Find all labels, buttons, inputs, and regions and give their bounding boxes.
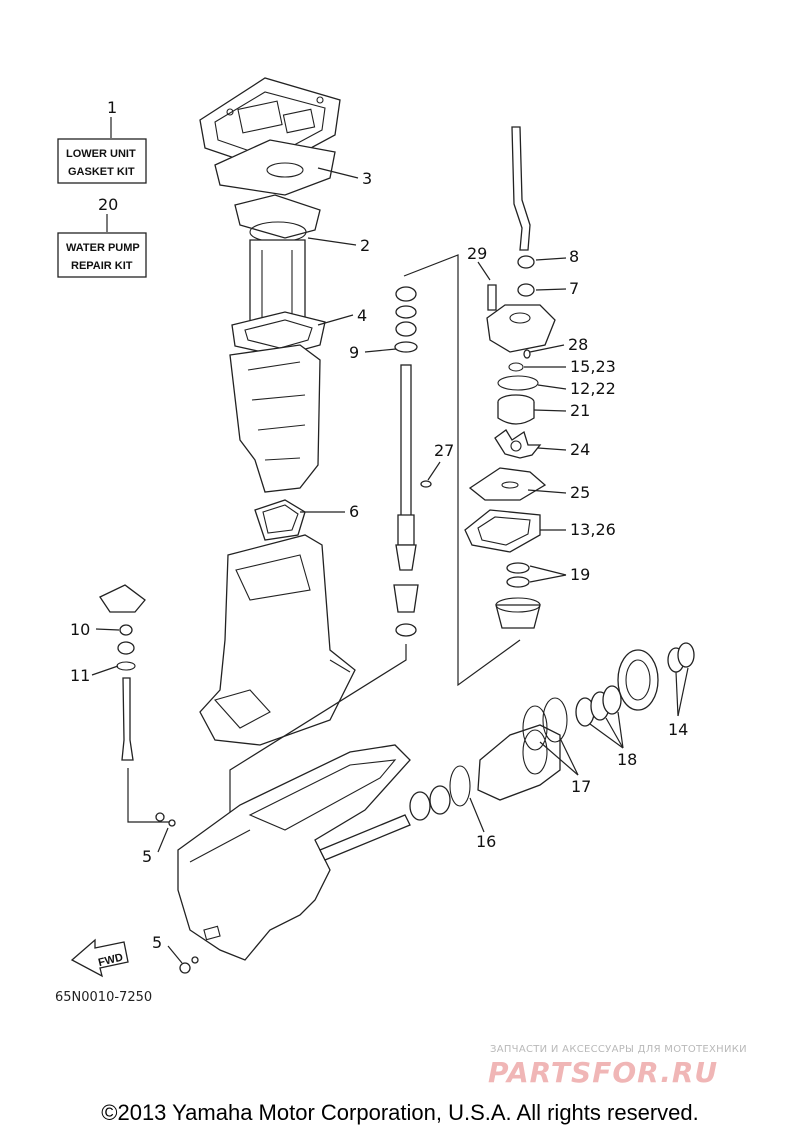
gasket-13-26 [464, 509, 541, 553]
callout-28: 28 [568, 335, 588, 354]
water-tube [511, 126, 531, 251]
lower-casing [177, 744, 411, 961]
callout-16: 16 [476, 832, 496, 851]
o-ring-11 [116, 641, 136, 671]
pump-housing-cover [486, 304, 556, 353]
oil-seals-14 [667, 642, 695, 673]
o-ring-15-23 [508, 362, 524, 372]
fwd-label: FWD [97, 951, 124, 969]
kit-number-20: 20 [98, 195, 118, 214]
bearings-18 [575, 685, 622, 727]
callout-29: 29 [467, 244, 487, 263]
seal-10 [119, 624, 133, 636]
callout-24: 24 [570, 440, 590, 459]
callout-15-23: 15,23 [570, 357, 616, 376]
part-27-clip [420, 480, 432, 488]
gasket-2 [234, 194, 321, 243]
part-28-fitting [523, 349, 531, 359]
kit-box-water-pump-repair: 20 WATER PUMP REPAIR KIT [57, 195, 147, 278]
callout-27: 27 [434, 441, 454, 460]
kit-box-lower-unit-gasket: 1 LOWER UNIT GASKET KIT [57, 98, 147, 184]
insert-cartridge-21 [497, 394, 535, 425]
callout-18: 18 [617, 750, 637, 769]
gasket-3 [214, 139, 336, 196]
callout-13-26: 13,26 [570, 520, 616, 539]
drive-shaft-bearings [394, 286, 418, 353]
callout-10: 10 [70, 620, 90, 639]
callout-25: 25 [570, 483, 590, 502]
watermark-tagline: ЗАПЧАСТИ И АКСЕССУАРЫ ДЛЯ МОТОТЕХНИКИ [490, 1044, 747, 1055]
callout-4: 4 [357, 306, 367, 325]
kit-label-line2: GASKET KIT [68, 166, 135, 178]
callout-12-22: 12,22 [570, 379, 616, 398]
kit-label-line2: REPAIR KIT [71, 260, 133, 272]
propeller-shaft-housing [477, 724, 561, 801]
outer-plate-gasket-25 [468, 467, 547, 501]
shift-rod-bracket [99, 584, 146, 613]
leader-line [229, 644, 407, 830]
callout-11: 11 [70, 666, 90, 685]
kit-number-1: 1 [107, 98, 117, 117]
leader-line [403, 254, 521, 687]
callout-2: 2 [360, 236, 370, 255]
callout-3: 3 [362, 169, 372, 188]
o-ring-12-22 [497, 375, 539, 391]
diagram-code: 65N0010-7250 [55, 990, 153, 1005]
kit-label-line1: LOWER UNIT [66, 148, 136, 160]
callout-9: 9 [349, 343, 359, 362]
callout-7: 7 [569, 279, 579, 298]
pinion-bearing [393, 584, 419, 637]
drain-screws-5 [155, 812, 199, 974]
propeller-shaft [319, 814, 411, 861]
seal-7 [517, 283, 535, 297]
o-ring-16 [449, 765, 471, 807]
impeller-24 [494, 429, 542, 459]
drive-shaft [395, 364, 417, 571]
callout-17: 17 [571, 777, 591, 796]
callout-5: 5 [152, 933, 162, 952]
oil-seals-19 [506, 562, 530, 588]
ring-nut [617, 649, 659, 711]
o-rings-17 [522, 697, 568, 751]
gasket-6 [254, 499, 306, 541]
callout-19: 19 [570, 565, 590, 584]
pinion-gear-16 [409, 785, 451, 821]
callouts: 3 2 4 6 9 27 29 8 7 28 15,23 12,22 21 24… [70, 167, 689, 964]
callout-21: 21 [570, 401, 590, 420]
copyright-notice: ©2013 Yamaha Motor Corporation, U.S.A. A… [101, 1100, 699, 1125]
callout-6: 6 [349, 502, 359, 521]
gasket-4 [231, 311, 326, 357]
callout-14: 14 [668, 720, 688, 739]
upper-casing [199, 534, 356, 746]
callout-8: 8 [569, 247, 579, 266]
oil-seal-housing [495, 597, 541, 629]
shift-rod [121, 677, 134, 761]
exhaust-manifold [229, 344, 321, 493]
part-29-pin [487, 284, 497, 311]
kit-label-line1: WATER PUMP [66, 242, 140, 254]
leader-line [127, 768, 172, 823]
callout-5: 5 [142, 847, 152, 866]
watermark-logo: PARTSFOR.RU [488, 1056, 719, 1089]
fwd-arrow-icon: FWD [70, 938, 129, 978]
grommet-8 [517, 255, 535, 269]
